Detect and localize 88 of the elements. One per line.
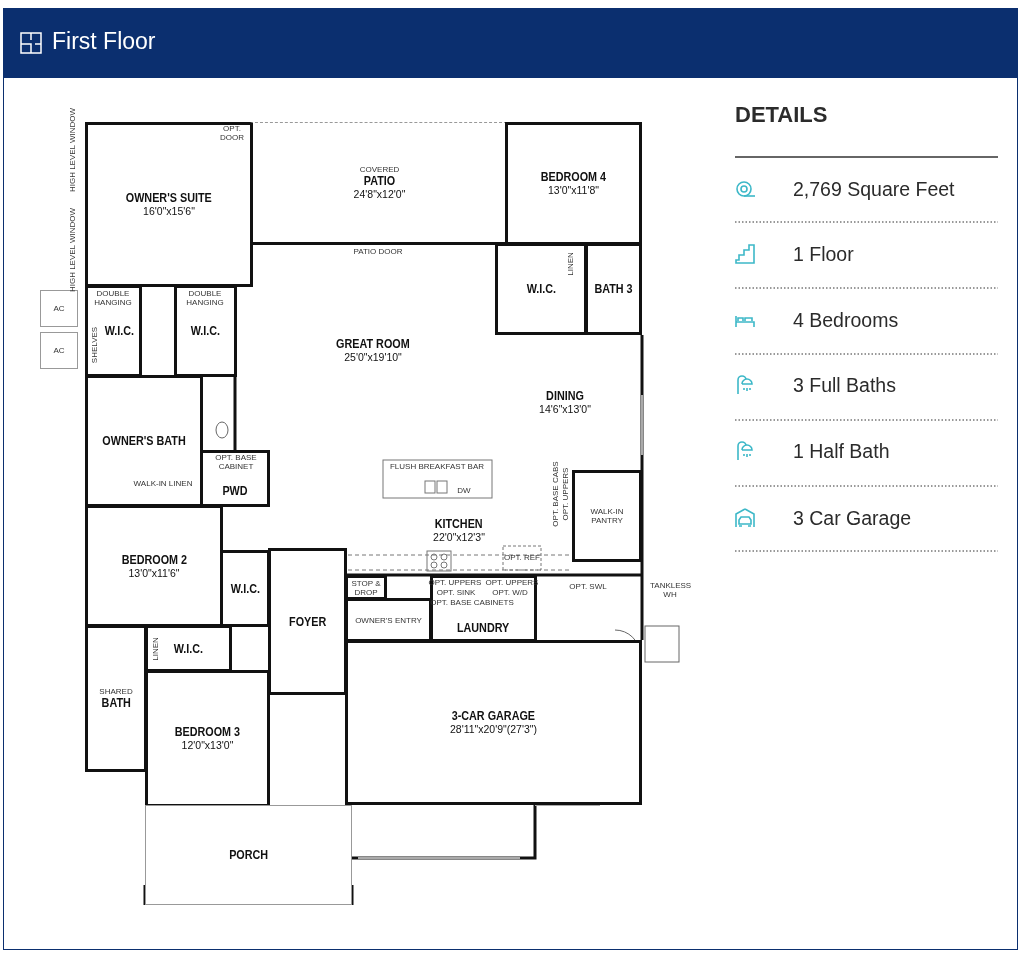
room [85, 285, 142, 377]
room-dimensions: 13'0"x11'8" [548, 184, 599, 197]
room [200, 450, 270, 507]
detail-item: 4 Bedrooms [793, 309, 899, 332]
room-name: FOYER [288, 614, 327, 629]
outline-area [40, 290, 78, 327]
room-name: BEDROOM 3 [174, 725, 241, 739]
plan-note: DOUBLE HANGING [185, 289, 225, 307]
room-dimensions: 13'0"x11'6" [128, 566, 180, 580]
plan-note: DOUBLE HANGING [93, 289, 133, 307]
plan-note: LINEN [150, 637, 160, 661]
room [345, 575, 387, 600]
room-name: W.I.C. [230, 581, 260, 596]
room-name: PWD [222, 484, 248, 498]
room-name: W.I.C. [173, 641, 204, 656]
room [495, 243, 587, 335]
section-heading: DETAILS [735, 102, 828, 128]
plan-note: OPT. DOOR [219, 124, 245, 142]
room [85, 375, 203, 507]
room-dimensions: 14'6"x13'0" [539, 403, 591, 416]
detail-item: 3 Full Baths [793, 374, 896, 397]
room-dimensions: 25'0"x19'10" [344, 350, 402, 364]
detail-item: 1 Half Bath [793, 440, 890, 463]
plan-note: OPT. BASE CABINET [214, 453, 258, 471]
plan-note: WALK-IN LINEN [133, 478, 193, 488]
room-name: PATIO [363, 173, 396, 188]
room-name: PORCH [229, 848, 268, 862]
room-note: OWNER'S ENTRY [355, 615, 422, 625]
plan-note: HIGH LEVEL WINDOW [67, 207, 77, 293]
plan-note: DW [457, 485, 471, 495]
room [220, 550, 270, 627]
room-note: COVERED [359, 164, 400, 174]
room-name: OWNER'S BATH [101, 434, 187, 448]
plan-note: OPT. SINK [436, 587, 476, 597]
detail-item: 3 Car Garage [793, 507, 912, 530]
room-note: AC [53, 346, 65, 355]
room [85, 625, 147, 772]
room-name: GREAT ROOM [336, 336, 410, 351]
room-dimensions: 12'0"x13'0" [181, 739, 234, 752]
plan-note: SHELVES [89, 326, 99, 364]
patio-area [250, 122, 507, 245]
plan-note: OPT. UPPERS [560, 467, 570, 521]
page-title: First Floor [52, 28, 156, 55]
room-dimensions: 28'11"x20'9"(27'3") [449, 723, 538, 736]
room [145, 625, 232, 672]
room-name: DINING [546, 389, 584, 403]
room-name: BEDROOM 4 [540, 170, 607, 184]
plan-note: OPT. W/D [492, 587, 528, 597]
room-note: STOP & DROP [350, 578, 382, 597]
room-name: BATH 3 [594, 282, 633, 296]
room-name: LAUNDRY [457, 621, 510, 635]
plan-note: PATIO DOOR [353, 246, 403, 256]
room-name: 3-CAR GARAGE [451, 709, 536, 723]
room-note: SHARED [99, 687, 133, 696]
room [268, 548, 347, 695]
room [85, 122, 253, 287]
plan-note: OPT. REF [504, 552, 540, 562]
room [585, 243, 642, 335]
detail-item: 2,769 Square Feet [793, 178, 955, 201]
room-name: OWNER'S SUITE [126, 191, 212, 205]
room [572, 470, 642, 562]
plan-note: FLUSH BREAKFAST BAR [389, 461, 485, 471]
room [85, 505, 223, 627]
room-dimensions: 16'0"x15'6" [143, 205, 195, 218]
room [345, 598, 432, 642]
room-name: KITCHEN [435, 516, 483, 531]
room [505, 122, 642, 245]
outline-area [145, 805, 352, 905]
outline-area [40, 332, 78, 369]
plan-note: LINEN [565, 252, 575, 276]
plan-note: HIGH LEVEL WINDOW [67, 107, 77, 193]
room-dimensions: 22'0"x12'3" [433, 530, 485, 544]
room-note: WALK-IN PANTRY [589, 507, 625, 525]
room-name: W.I.C. [190, 324, 221, 338]
plan-note: TANKLESS WH [650, 581, 690, 599]
room [430, 575, 537, 642]
room [174, 285, 237, 377]
room-name: BATH [101, 696, 131, 710]
room-dimensions: 24'8"x12'0" [353, 187, 406, 201]
detail-item: 1 Floor [793, 243, 854, 266]
room-name: BEDROOM 2 [121, 552, 187, 567]
room-name: W.I.C. [526, 282, 556, 296]
plan-note: OPT. SWL [569, 581, 607, 591]
room-name: W.I.C. [104, 324, 135, 338]
room-note: AC [53, 304, 65, 313]
room [145, 670, 270, 807]
plan-note: OPT. BASE CABS [550, 461, 560, 527]
room [345, 640, 642, 805]
